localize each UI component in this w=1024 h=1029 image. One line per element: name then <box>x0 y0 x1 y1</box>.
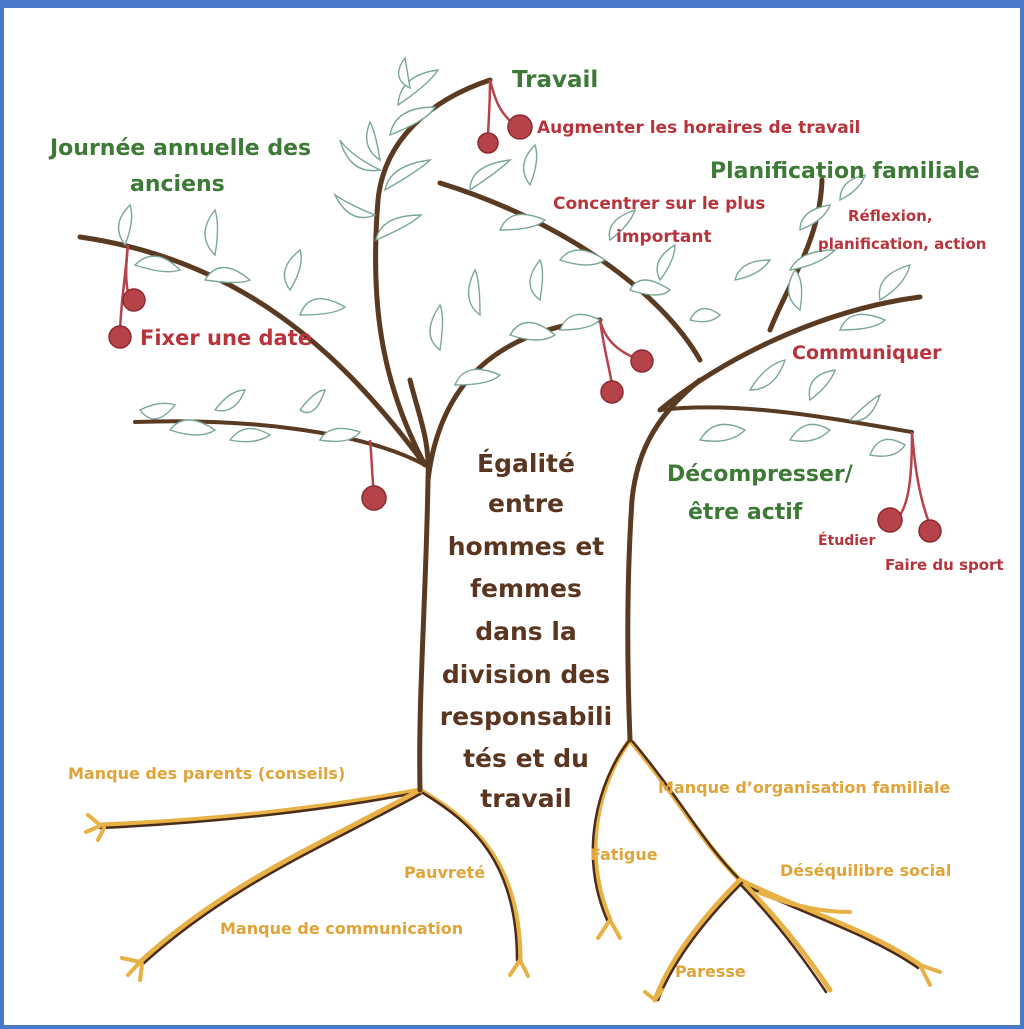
fruit-label-augmenter: Augmenter les horaires de travail <box>537 118 860 138</box>
trunk-line-8: tés et du <box>463 744 589 773</box>
trunk-line-5: dans la <box>475 617 577 646</box>
fruit-label-communiquer: Communiquer <box>792 342 942 364</box>
root-label-pauvrete: Pauvreté <box>404 863 485 882</box>
fruit-labels: Augmenter les horaires de travail Concen… <box>140 118 1004 574</box>
branch-label-travail: Travail <box>512 67 598 93</box>
fruit-label-etudier: Étudier <box>818 532 876 549</box>
root-labels: Manque des parents (conseils) Manque d’o… <box>68 764 951 981</box>
branch-label-planification: Planification familiale <box>710 159 980 184</box>
branch-labels: Travail Journée annuelle des anciens Pla… <box>48 67 980 525</box>
fruit-label-reflexion-1: Réflexion, <box>848 207 933 225</box>
fruit-label-concentrer-2: important <box>616 227 712 247</box>
fruit-label-fixer: Fixer une date <box>140 326 312 350</box>
branch-label-decompresser-2: être actif <box>688 500 803 525</box>
leaves <box>117 56 911 457</box>
trunk-line-4: femmes <box>470 574 582 603</box>
trunk-line-6: division des <box>442 660 610 689</box>
trunk-line-3: hommes et <box>448 532 605 561</box>
root-label-organisation: Manque d’organisation familiale <box>658 778 950 797</box>
branch-label-journee-1: Journée annuelle des <box>48 136 311 161</box>
root-label-parents: Manque des parents (conseils) <box>68 764 345 783</box>
fruit-label-concentrer-1: Concentrer sur le plus <box>553 194 765 214</box>
fruit-label-reflexion-2: planification, action <box>818 235 986 253</box>
trunk-line-1: Égalité <box>477 449 575 478</box>
fruit-label-faire-sport: Faire du sport <box>885 556 1004 574</box>
trunk-line-7: responsabili <box>440 702 612 731</box>
root-label-paresse: Paresse <box>675 962 746 981</box>
root-label-fatigue: Fatigue <box>590 845 658 864</box>
trunk-line-2: entre <box>488 489 564 518</box>
branch-label-decompresser-1: Décompresser/ <box>667 462 854 487</box>
roots <box>84 737 942 1003</box>
branch-label-journee-2: anciens <box>130 172 225 197</box>
cherries <box>108 79 942 543</box>
root-label-communication: Manque de communication <box>220 919 463 938</box>
trunk-line-9: travail <box>480 784 571 813</box>
root-label-desequilibre: Déséquilibre social <box>780 861 951 880</box>
trunk-title: Égalité entre hommes et femmes dans la d… <box>440 449 612 813</box>
